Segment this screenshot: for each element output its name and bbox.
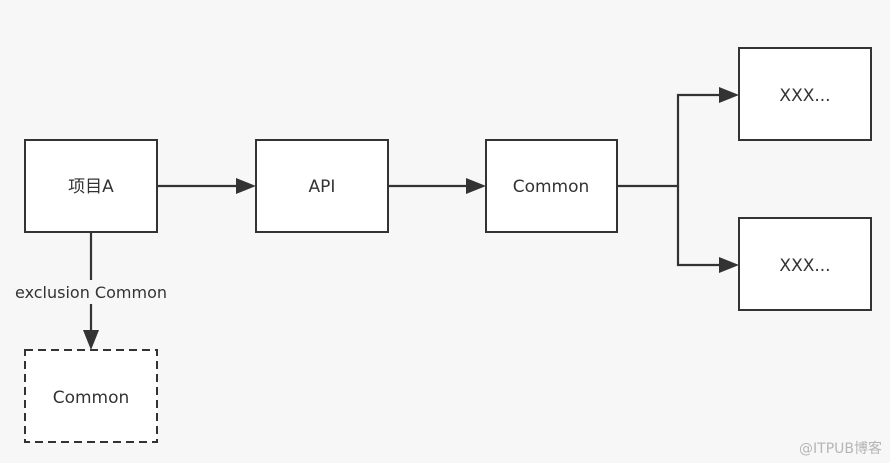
- node-project-a-box: [24, 139, 158, 233]
- node-common[interactable]: Common: [485, 139, 618, 233]
- node-xxx-top-label: XXX...: [779, 86, 830, 106]
- node-common-excluded-label: Common: [53, 388, 130, 408]
- arrowhead-projecta-to-api: [236, 178, 256, 194]
- node-project-a-label: 项目A: [68, 177, 114, 197]
- node-project-a[interactable]: 项目A: [24, 139, 158, 233]
- exclusion-edge-label: exclusion Common: [15, 283, 167, 302]
- exclusion-label-background: [10, 280, 172, 304]
- node-common-label: Common: [513, 177, 590, 197]
- watermark-text: @ITPUB博客: [799, 440, 882, 457]
- node-common-excluded-box: [24, 349, 158, 443]
- node-api-label: API: [309, 177, 336, 197]
- node-common-box: [485, 139, 618, 233]
- node-common-excluded[interactable]: Common: [24, 349, 158, 443]
- node-api[interactable]: API: [255, 139, 389, 233]
- arrowhead-api-to-common: [466, 178, 486, 194]
- node-xxx-bottom[interactable]: XXX...: [738, 217, 872, 311]
- node-api-box: [255, 139, 389, 233]
- edge-common-to-xxx-top: [617, 93, 721, 188]
- node-xxx-bottom-label: XXX...: [779, 256, 830, 276]
- arrowhead-common-to-xxx-bottom: [719, 257, 739, 273]
- node-xxx-top[interactable]: XXX...: [738, 47, 872, 141]
- edge-common-to-xxx-bottom: [676, 186, 721, 267]
- edges: exclusion Common: [10, 87, 739, 350]
- arrowhead-projecta-to-common-excluded: [83, 330, 99, 350]
- node-xxx-top-box: [738, 47, 872, 141]
- node-xxx-bottom-box: [738, 217, 872, 311]
- arrowhead-common-to-xxx-top: [719, 87, 739, 103]
